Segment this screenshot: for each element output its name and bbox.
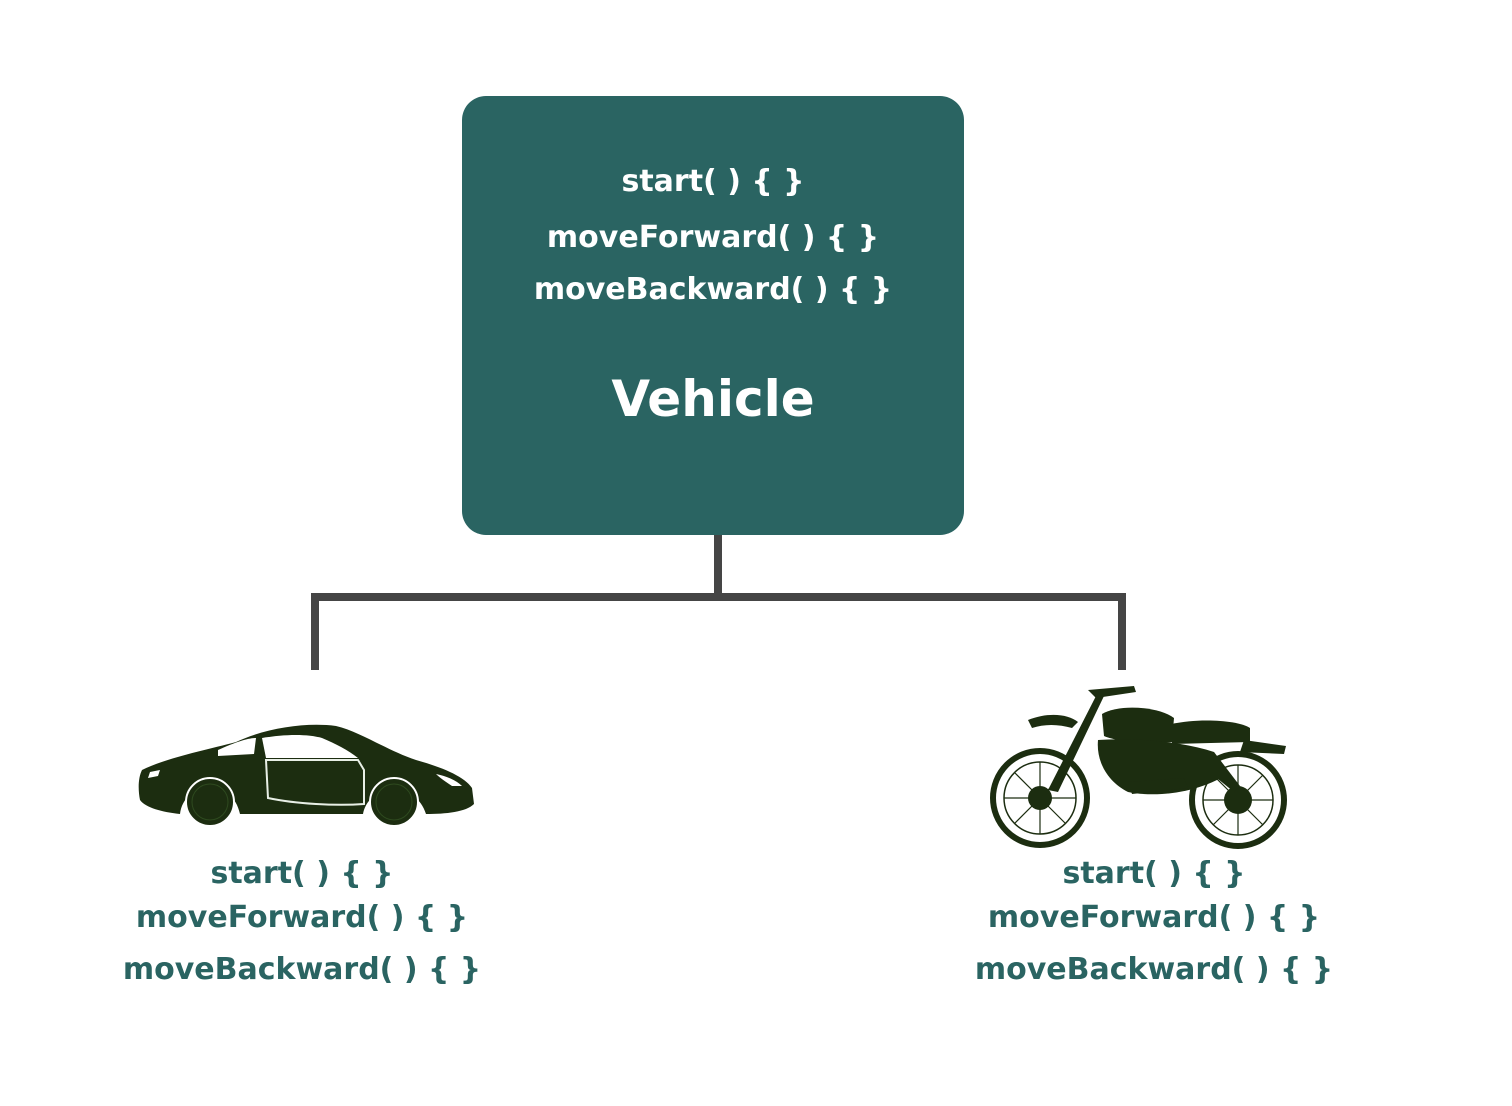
parent-method-start: start( ) { } — [621, 164, 805, 199]
connector-branch-right — [1118, 593, 1126, 670]
car-icon — [138, 724, 475, 827]
parent-method-move-forward: moveForward( ) { } — [546, 220, 880, 255]
connector-horizontal — [311, 593, 1126, 601]
motorcycle-method-move-forward: moveForward( ) { } — [987, 900, 1321, 935]
motorcycle-icon — [990, 686, 1287, 849]
car-method-move-forward: moveForward( ) { } — [135, 900, 469, 935]
vehicle-class-title: Vehicle — [611, 370, 815, 428]
car-method-start: start( ) { } — [210, 856, 394, 891]
vehicle-class-box: start( ) { } moveForward( ) { } moveBack… — [462, 96, 964, 535]
motorcycle-method-move-backward: moveBackward( ) { } — [974, 952, 1334, 987]
parent-method-move-backward: moveBackward( ) { } — [533, 272, 893, 307]
car-method-move-backward: moveBackward( ) { } — [122, 952, 482, 987]
motorcycle-method-start: start( ) { } — [1062, 856, 1246, 891]
connector-branch-left — [311, 593, 319, 670]
connector-trunk — [714, 535, 722, 599]
